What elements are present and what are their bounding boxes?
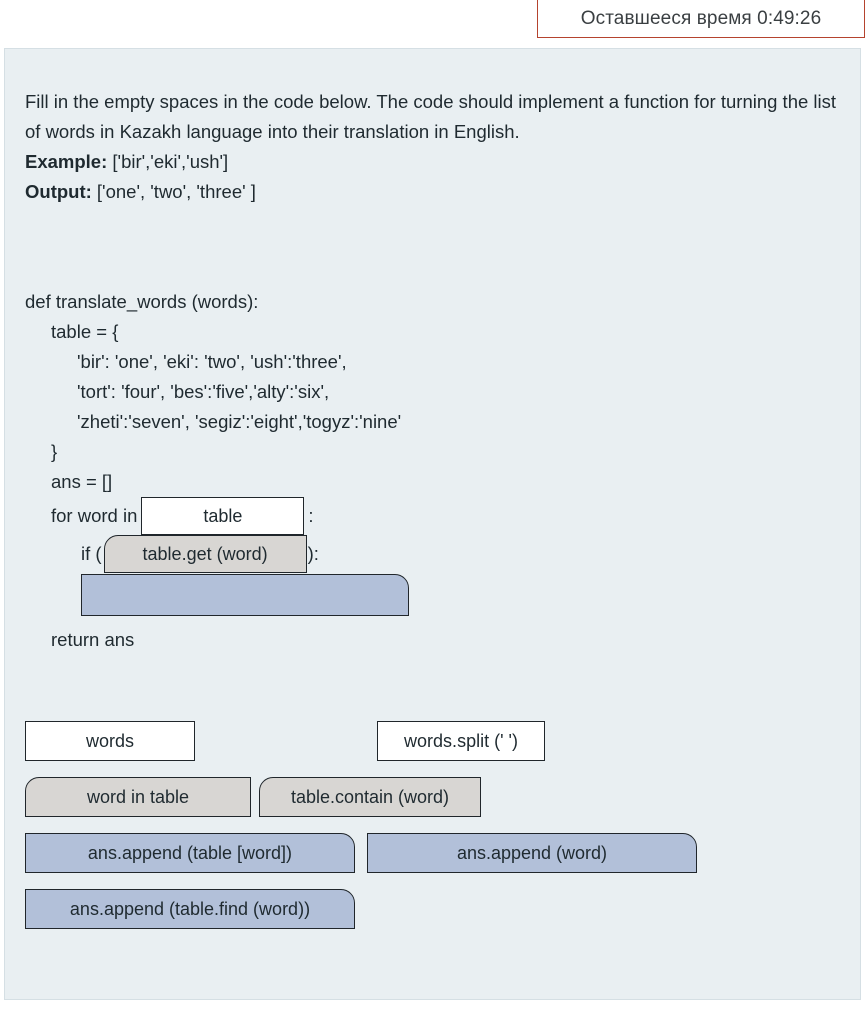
code-text: if ( xyxy=(81,543,102,564)
code-text: ans = [] xyxy=(51,471,113,492)
code-line-for: for word in table : xyxy=(25,497,845,535)
answer-tile-words[interactable]: words xyxy=(25,721,195,761)
code-line-dict-2: 'tort': 'four', 'bes':'five','alty':'six… xyxy=(25,377,845,407)
answer-bank-row: word in table table.contain (word) xyxy=(25,777,845,817)
drop-slot-loop-body[interactable] xyxy=(81,574,409,616)
prompt-example-value: ['bir','eki','ush'] xyxy=(112,151,229,172)
answer-tile-ans-append-table-find[interactable]: ans.append (table.find (word)) xyxy=(25,889,355,929)
prompt-output-label: Output: xyxy=(25,181,92,202)
code-text: def translate_words (words): xyxy=(25,291,259,312)
code-line-ans-init: ans = [] xyxy=(25,467,845,497)
code-line-table-open: table = { xyxy=(25,317,845,347)
code-block: def translate_words (words): table = { '… xyxy=(25,287,845,655)
drop-slot-if-condition[interactable]: table.get (word) xyxy=(103,535,307,573)
code-text: ): xyxy=(307,543,319,564)
prompt-example-line: Example: ['bir','eki','ush'] xyxy=(25,147,845,177)
answer-bank-row: ans.append (table.find (word)) xyxy=(25,889,845,929)
timer-bar: Оставшееся время 0:49:26 xyxy=(0,0,865,40)
code-line-if: if ( table.get (word) ): xyxy=(25,535,845,573)
answer-bank: words words.split (' ') word in table ta… xyxy=(25,721,845,945)
remaining-time-label: Оставшееся время 0:49:26 xyxy=(580,7,822,29)
answer-tile-word-in-table[interactable]: word in table xyxy=(25,777,251,817)
question-panel: Fill in the empty spaces in the code bel… xyxy=(4,48,861,1000)
answer-bank-row: words words.split (' ') xyxy=(25,721,845,761)
code-line-loop-body xyxy=(25,573,845,617)
prompt-example-label: Example: xyxy=(25,151,108,172)
remaining-time-box: Оставшееся время 0:49:26 xyxy=(537,0,865,38)
code-text: return ans xyxy=(51,629,135,650)
code-text: 'bir': 'one', 'eki': 'two', 'ush':'three… xyxy=(77,351,347,372)
drop-slot-for-iterable[interactable]: table xyxy=(141,497,305,535)
answer-tile-ans-append-table-word[interactable]: ans.append (table [word]) xyxy=(25,833,355,873)
code-line-dict-1: 'bir': 'one', 'eki': 'two', 'ush':'three… xyxy=(25,347,845,377)
code-text: 'zheti':'seven', 'segiz':'eight','togyz'… xyxy=(77,411,402,432)
code-text: } xyxy=(51,441,58,462)
code-text: table = { xyxy=(51,321,119,342)
code-text: 'tort': 'four', 'bes':'five','alty':'six… xyxy=(77,381,330,402)
answer-tile-ans-append-word[interactable]: ans.append (word) xyxy=(367,833,697,873)
code-line-return: return ans xyxy=(25,625,845,655)
code-line-table-close: } xyxy=(25,437,845,467)
answer-bank-row: ans.append (table [word]) ans.append (wo… xyxy=(25,833,845,873)
code-line-def: def translate_words (words): xyxy=(25,287,845,317)
question-prompt: Fill in the empty spaces in the code bel… xyxy=(25,87,845,207)
prompt-output-value: ['one', 'two', 'three' ] xyxy=(96,181,256,202)
answer-tile-table-contain[interactable]: table.contain (word) xyxy=(259,777,481,817)
code-line-dict-3: 'zheti':'seven', 'segiz':'eight','togyz'… xyxy=(25,407,845,437)
prompt-output-line: Output: ['one', 'two', 'three' ] xyxy=(25,177,845,207)
code-text: for word in xyxy=(51,505,138,526)
prompt-paragraph: Fill in the empty spaces in the code bel… xyxy=(25,91,837,142)
code-text: : xyxy=(308,505,314,526)
answer-tile-words-split[interactable]: words.split (' ') xyxy=(377,721,545,761)
